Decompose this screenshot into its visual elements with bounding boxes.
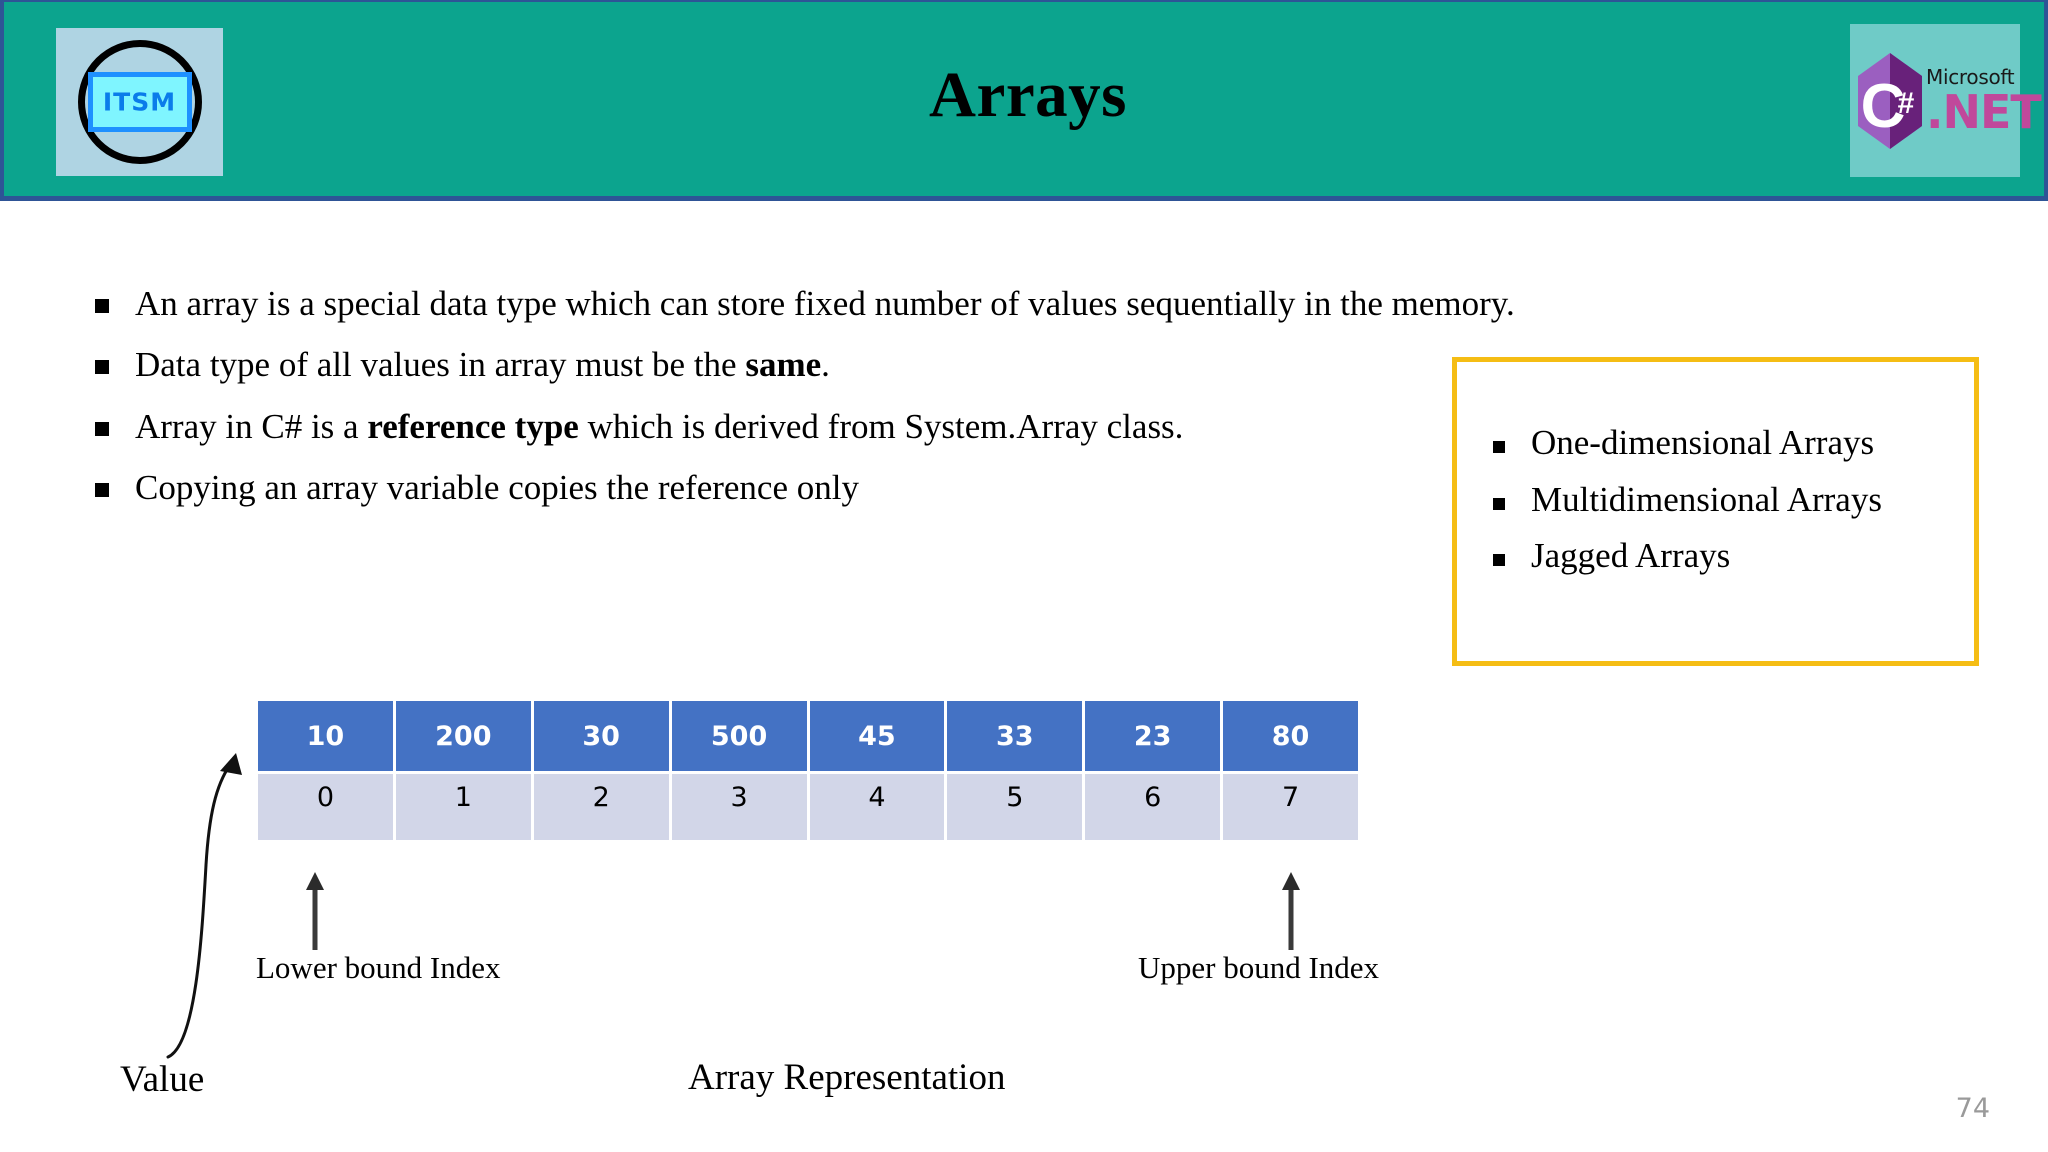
array-type-label: Jagged Arrays (1531, 536, 1731, 575)
list-item: An array is a special data type which ca… (95, 283, 1515, 324)
array-index-cell: 1 (395, 774, 531, 840)
square-bullet-icon (95, 482, 109, 497)
array-index-cell: 0 (258, 774, 393, 840)
square-bullet-icon (1493, 497, 1505, 510)
array-value-cell: 10 (258, 701, 393, 771)
array-value-row: 10 200 30 500 45 33 23 80 (258, 701, 1358, 771)
array-value-cell: 200 (395, 701, 531, 771)
list-item: Copying an array variable copies the ref… (95, 467, 1385, 508)
array-index-cell: 7 (1223, 774, 1358, 840)
main-bullet-list: An array is a special data type which ca… (95, 283, 1515, 528)
bullet-text: Array in C# is a reference type which is… (135, 406, 1184, 446)
page-number: 74 (1955, 1093, 1990, 1124)
array-types-box: One-dimensional Arrays Multidimensional … (1452, 357, 1979, 666)
array-index-cell: 6 (1085, 774, 1221, 840)
array-index-cell: 5 (947, 774, 1083, 840)
square-bullet-icon (1493, 554, 1505, 566)
dotnet-logo: C # Microsoft .NET (1850, 24, 2042, 177)
array-index-row: 0 1 2 3 4 5 6 7 (258, 774, 1358, 840)
csharp-hexagon-icon: C # (1856, 51, 1924, 151)
array-index-cell: 2 (533, 774, 669, 840)
svg-text:#: # (1898, 87, 1915, 120)
itsm-circle-icon (77, 40, 202, 164)
square-bullet-icon (95, 360, 109, 375)
bullet-text: Copying an array variable copies the ref… (135, 467, 859, 507)
value-label: Value (120, 1059, 205, 1100)
array-index-cell: 4 (809, 774, 945, 840)
itsm-logo-text: ITSM (102, 87, 177, 117)
square-bullet-icon (95, 299, 109, 313)
list-item: Multidimensional Arrays (1493, 479, 1963, 520)
upper-bound-arrow-icon (1276, 872, 1306, 950)
value-curved-arrow-icon (150, 745, 270, 1065)
list-item: Array in C# is a reference type which is… (95, 406, 1385, 447)
array-value-cell: 23 (1085, 701, 1221, 771)
slide-header-bar: ITSM Arrays C # Microsoft .NET (0, 0, 2048, 201)
square-bullet-icon (1493, 441, 1505, 453)
bullet-text: Data type of all values in array must be… (135, 345, 830, 385)
array-representation-table: 10 200 30 500 45 33 23 80 0 1 2 3 4 5 6 … (258, 701, 1358, 840)
array-index-cell: 3 (671, 774, 807, 840)
lower-bound-arrow-icon (300, 872, 330, 950)
list-item: Jagged Arrays (1493, 536, 1963, 576)
bullet-text: An array is a special data type which ca… (135, 284, 1515, 323)
list-item: Data type of all values in array must be… (95, 344, 1385, 385)
itsm-logo: ITSM (56, 28, 223, 176)
svg-text:C: C (1861, 72, 1906, 141)
dotnet-wordmark: Microsoft .NET (1926, 64, 2042, 139)
microsoft-label: Microsoft (1926, 64, 2015, 89)
page-title: Arrays (929, 59, 1127, 131)
lower-bound-index-label: Lower bound Index (256, 950, 501, 985)
dotnet-label: .NET (1926, 84, 2042, 139)
array-type-label: One-dimensional Arrays (1531, 423, 1875, 462)
itsm-inner-rectangle: ITSM (87, 72, 192, 132)
array-value-cell: 33 (947, 701, 1083, 771)
array-type-label: Multidimensional Arrays (1531, 479, 1882, 519)
array-representation-caption: Array Representation (688, 1057, 1006, 1098)
array-value-cell: 500 (671, 701, 807, 771)
list-item: One-dimensional Arrays (1493, 423, 1963, 463)
array-value-cell: 30 (533, 701, 669, 771)
array-value-cell: 45 (809, 701, 945, 771)
upper-bound-index-label: Upper bound Index (1138, 950, 1380, 985)
square-bullet-icon (95, 421, 109, 436)
array-types-list: One-dimensional Arrays Multidimensional … (1493, 423, 1963, 594)
array-value-cell: 80 (1223, 701, 1358, 771)
